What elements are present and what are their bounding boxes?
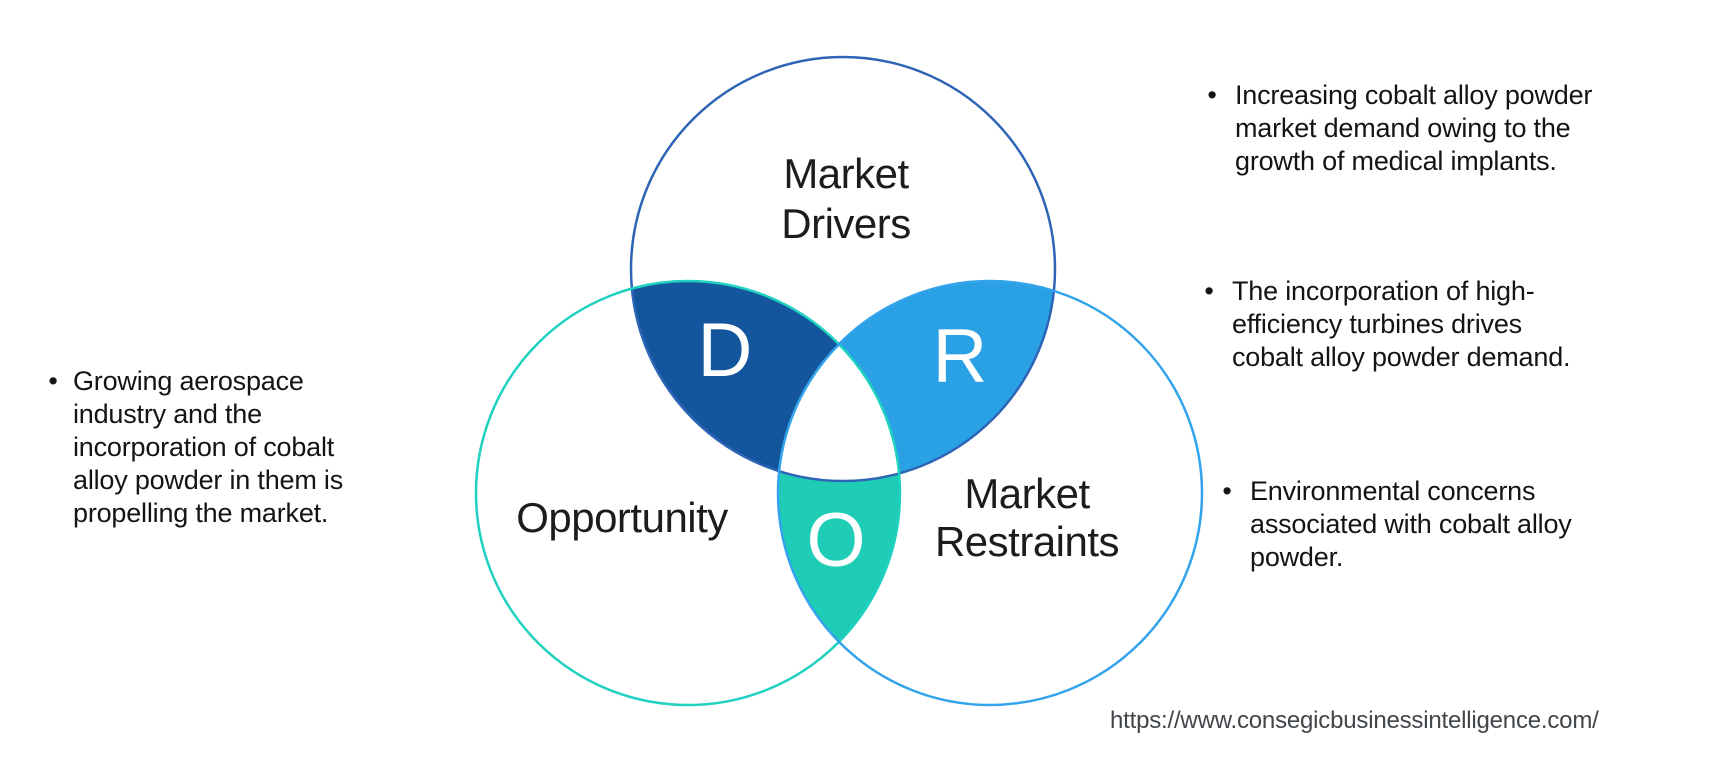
bullet-marker: • <box>48 366 58 396</box>
right-bullet-item-3: • Environmental concerns associated with… <box>1220 475 1700 574</box>
opportunity-circle-outline <box>474 279 902 707</box>
drivers-restraints-overlap <box>778 281 1055 481</box>
letter-r: R <box>933 314 988 399</box>
bullet-marker: • <box>1207 80 1217 110</box>
restraints-circle-outline <box>776 279 1204 707</box>
right-bullet-item-2: • The incorporation of high- efficiency … <box>1202 275 1682 374</box>
source-url[interactable]: https://www.consegicbusinessintelligence… <box>1110 707 1599 734</box>
left-bullet-item: • Growing aerospace industry and the inc… <box>46 365 436 530</box>
drivers-circle-outline <box>629 55 1057 483</box>
letter-d: D <box>698 308 753 393</box>
restraints-label-line1: Market <box>964 470 1090 517</box>
right-bullet-text-3: Environmental concerns associated with c… <box>1250 476 1572 572</box>
left-bullet-text: Growing aerospace industry and the incor… <box>73 366 344 528</box>
letter-o: O <box>806 498 865 583</box>
opportunity-label: Opportunity <box>516 494 728 541</box>
right-bullet-item-1: • Increasing cobalt alloy powder market … <box>1205 79 1685 178</box>
drivers-opportunity-overlap <box>631 281 900 481</box>
drivers-label-line1: Market <box>783 150 909 197</box>
bullet-marker: • <box>1222 476 1232 506</box>
right-bullet-text-2: The incorporation of high- efficiency tu… <box>1232 276 1571 372</box>
drivers-label-line2: Drivers <box>781 200 911 247</box>
right-bullet-text-1: Increasing cobalt alloy powder market de… <box>1235 80 1593 176</box>
bullet-marker: • <box>1204 276 1214 306</box>
restraints-label-line2: Restraints <box>935 518 1119 565</box>
